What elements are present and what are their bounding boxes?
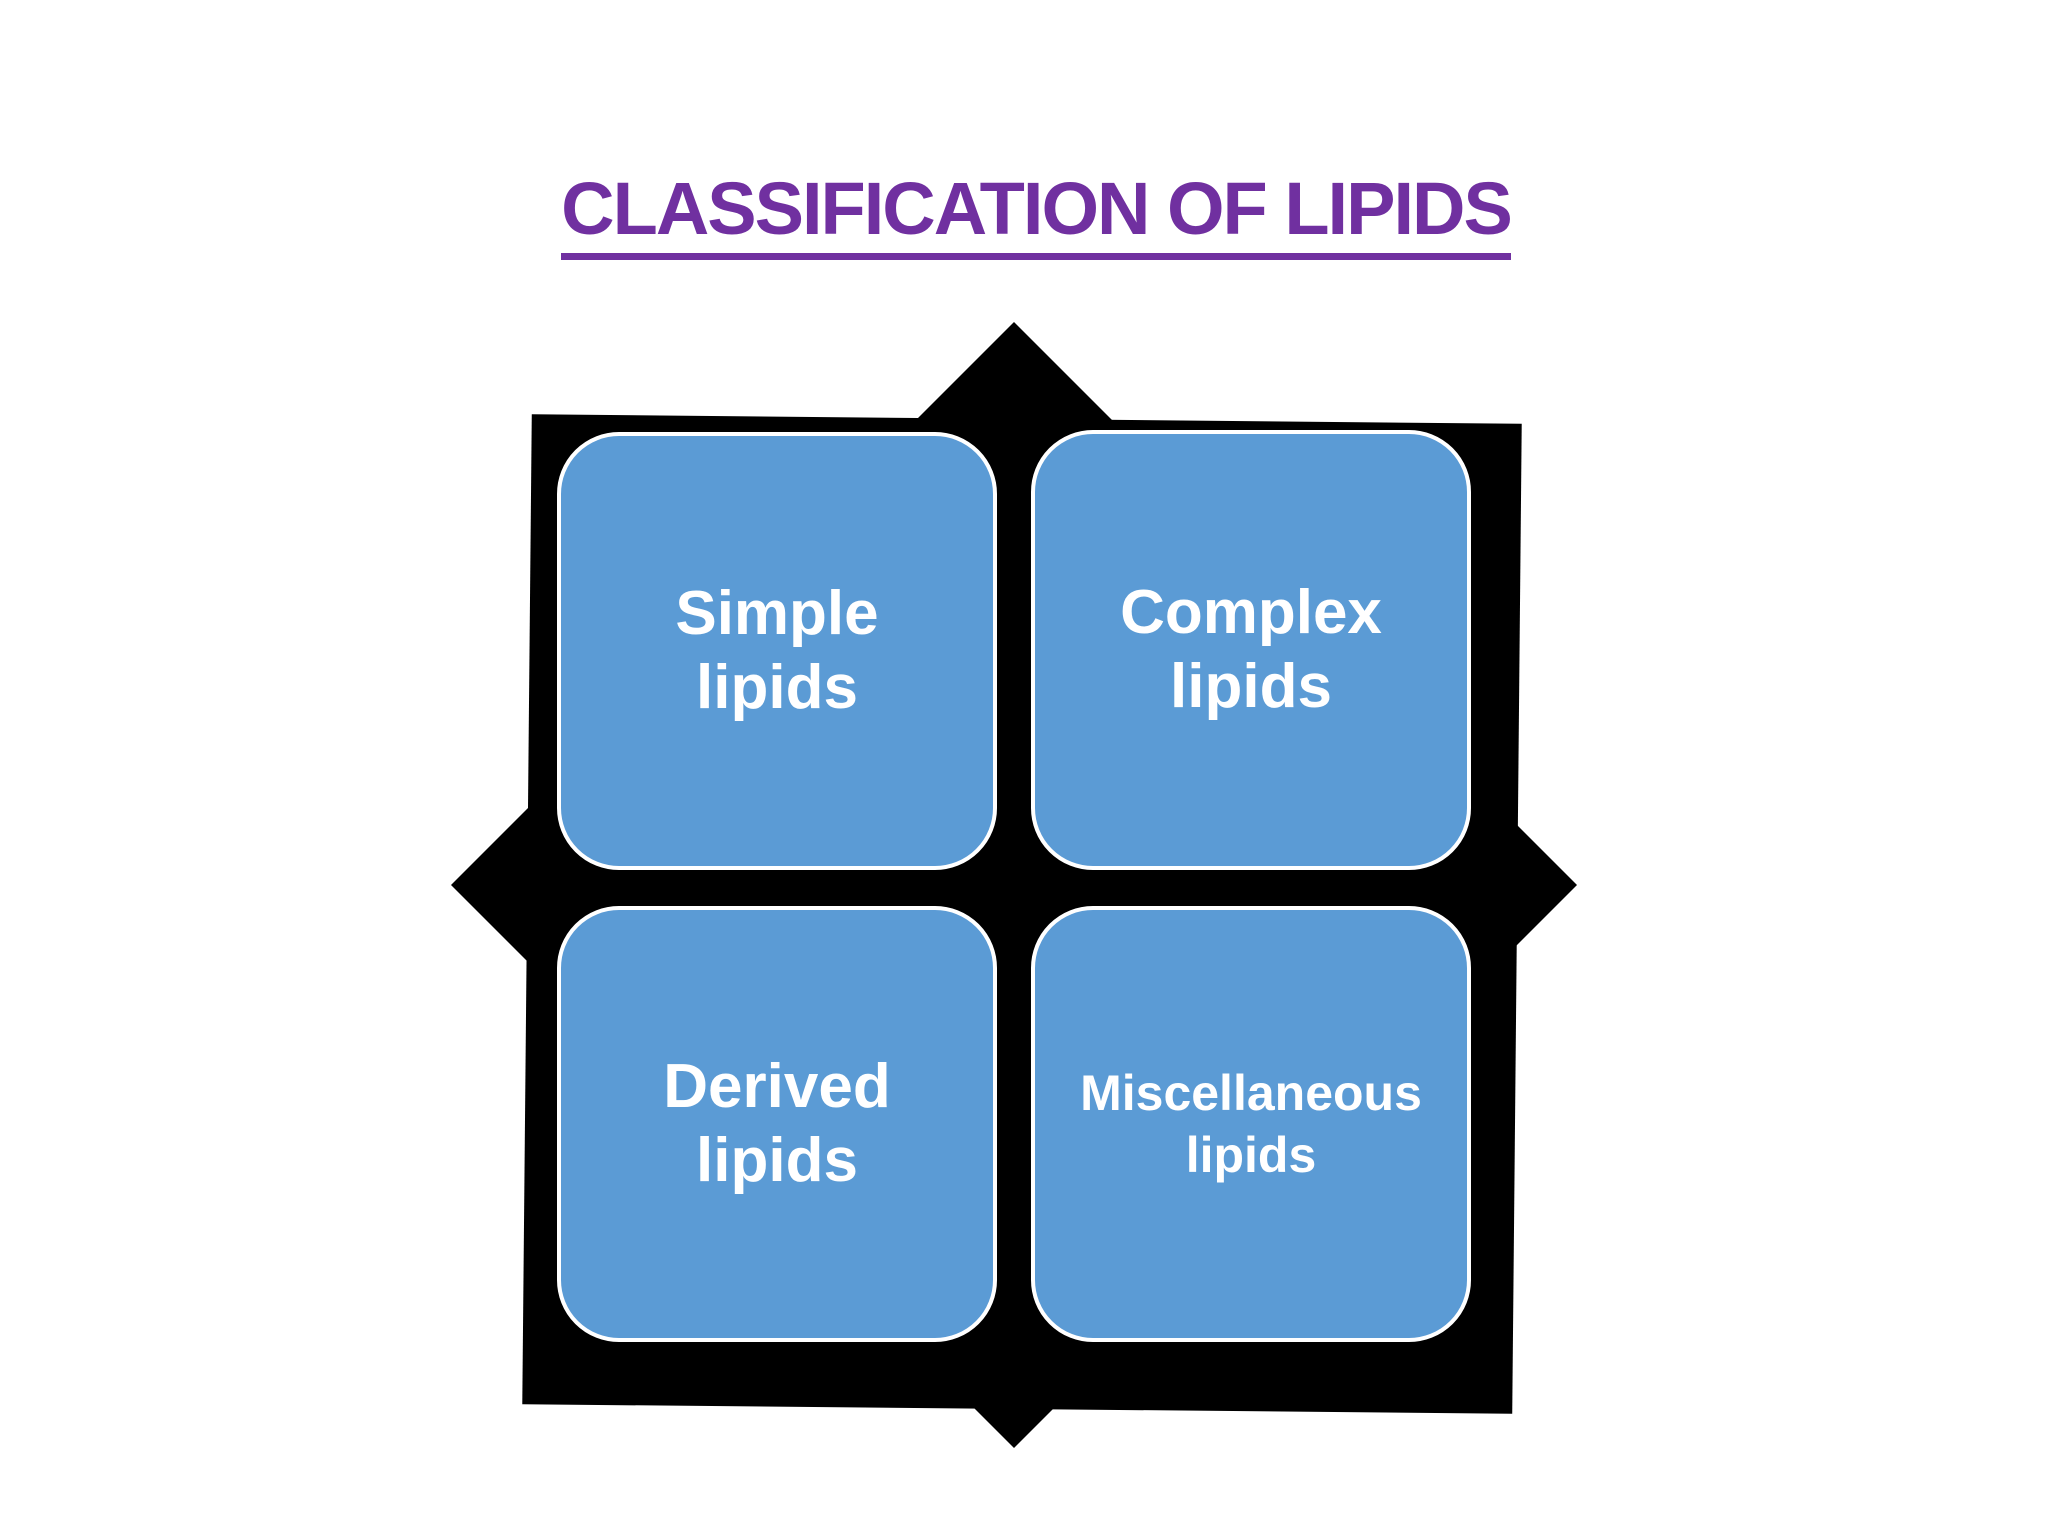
box-miscellaneous-lipids-label: Miscellaneous lipids [1080,1064,1422,1184]
box-complex-lipids: Complex lipids [1031,430,1471,870]
title-container: CLASSIFICATION OF LIPIDS [0,168,2048,261]
box-simple-lipids-label: Simple lipids [675,578,879,722]
box-miscellaneous-lipids: Miscellaneous lipids [1031,906,1471,1342]
box-derived-lipids: Derived lipids [557,906,997,1342]
box-derived-lipids-label: Derived lipids [663,1051,891,1195]
page-title: CLASSIFICATION OF LIPIDS [561,168,1513,261]
box-complex-lipids-label: Complex lipids [1120,577,1382,721]
box-simple-lipids: Simple lipids [557,432,997,870]
